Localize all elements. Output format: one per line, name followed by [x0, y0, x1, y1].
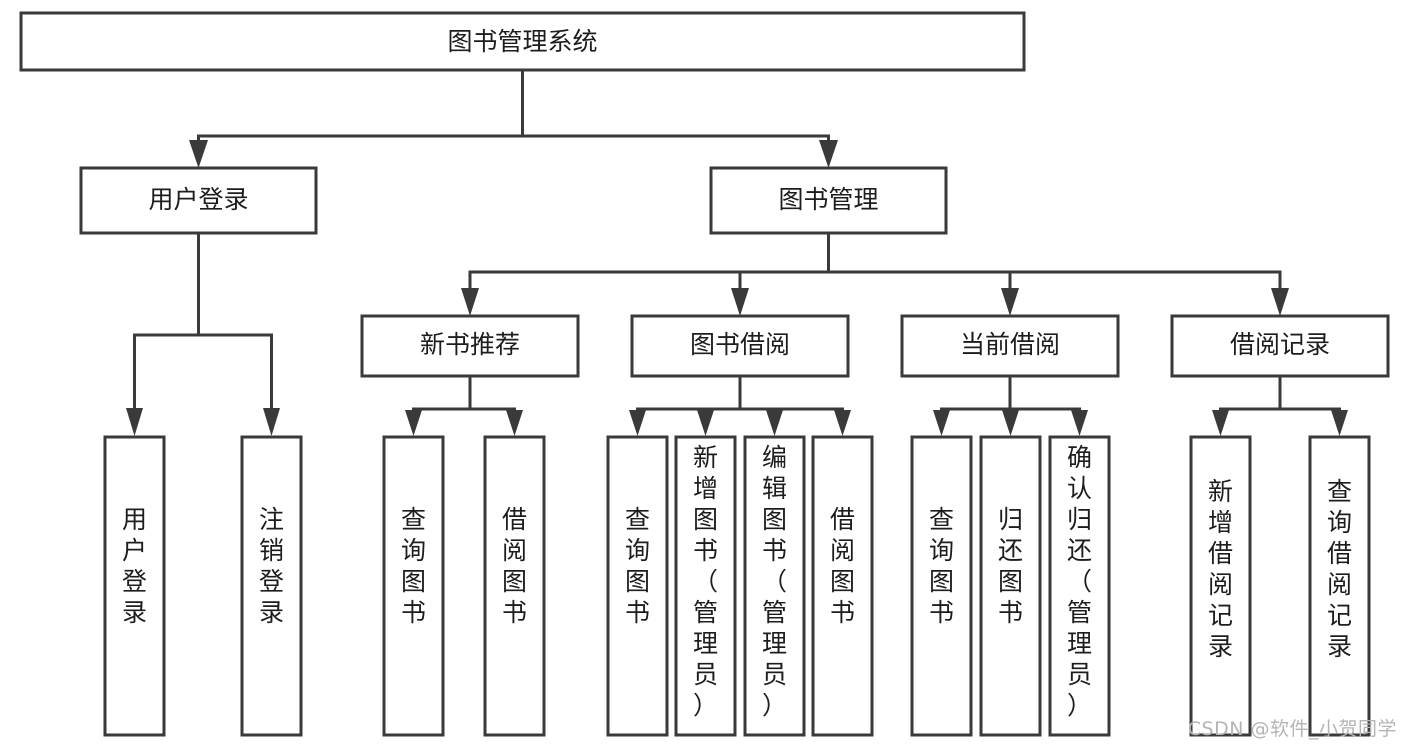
leaf-query-book-borrow-box[interactable] [606, 435, 669, 737]
root-box[interactable] [19, 11, 1026, 72]
arrow-borrow-record [1271, 288, 1289, 316]
leaf-logout-label: 注销登录 [259, 505, 284, 627]
node-leaf-logout[interactable]: 注销登录 [240, 435, 303, 737]
leaf-edit-book-box[interactable] [743, 435, 806, 737]
arrow-current-borrow [1001, 288, 1019, 316]
new-book-recommend-box[interactable] [360, 314, 580, 378]
leaf-confirm-return-box[interactable] [1048, 435, 1111, 737]
leaf-borrow-book-label: 借阅图书 [830, 505, 855, 627]
arrow-leaf-logout [263, 408, 280, 436]
node-leaf-borrow-book-rec[interactable]: 借阅图书 [483, 435, 546, 737]
node-leaf-query-book-borrow[interactable]: 查询图书 [606, 435, 669, 737]
arrow-leaf-return-book [1002, 410, 1019, 436]
node-leaf-query-book-current[interactable]: 查询图书 [910, 435, 973, 737]
leaf-query-book-rec-label: 查询图书 [401, 505, 426, 627]
arrow-leaf-edit-book [766, 410, 783, 436]
leaf-return-book-label: 归还图书 [998, 505, 1023, 627]
book-management-label: 图书管理 [778, 185, 878, 214]
node-leaf-edit-book[interactable]: 编辑图书（管理员） [743, 435, 806, 737]
borrow-record-box[interactable] [1170, 314, 1390, 378]
leaf-query-book-current-box[interactable] [910, 435, 973, 737]
user-login-label: 用户登录 [148, 185, 248, 214]
node-leaf-add-book[interactable]: 新增图书（管理员） [674, 435, 737, 737]
arrow-leaf-query-book-current [933, 410, 950, 436]
current-borrow-label: 当前借阅 [960, 330, 1060, 359]
node-leaf-return-book[interactable]: 归还图书 [979, 435, 1042, 737]
leaf-query-record-box[interactable] [1308, 435, 1371, 737]
arrow-user-login [189, 140, 208, 168]
arrow-book-management [819, 140, 838, 168]
leaf-return-book-box[interactable] [979, 435, 1042, 737]
root-label: 图书管理系统 [447, 27, 597, 56]
leaf-query-book-borrow-label: 查询图书 [625, 505, 650, 627]
node-book-management[interactable]: 图书管理 [709, 166, 948, 235]
book-borrow-label: 图书借阅 [690, 330, 790, 359]
leaf-borrow-book-rec-box[interactable] [483, 435, 546, 737]
borrow-record-label: 借阅记录 [1230, 330, 1330, 359]
leaf-query-record-label: 查询借阅记录 [1327, 477, 1352, 661]
node-leaf-add-record[interactable]: 新增借阅记录 [1189, 435, 1252, 737]
leaf-add-book-label: 新增图书（管理员） [693, 443, 718, 720]
node-user-login[interactable]: 用户登录 [79, 166, 318, 235]
node-leaf-query-record[interactable]: 查询借阅记录 [1308, 435, 1371, 737]
watermark-text: CSDN @软件_小贺同学 [1187, 718, 1397, 740]
node-leaf-confirm-return[interactable]: 确认归还（管理员） [1048, 435, 1111, 737]
node-book-borrow[interactable]: 图书借阅 [630, 314, 850, 378]
arrow-leaf-query-book-borrow [629, 410, 646, 436]
node-leaf-query-book-rec[interactable]: 查询图书 [382, 435, 445, 737]
node-leaf-user-login[interactable]: 用户登录 [103, 435, 166, 737]
node-leaf-borrow-book[interactable]: 借阅图书 [811, 435, 874, 737]
leaf-edit-book-label: 编辑图书（管理员） [762, 443, 787, 720]
arrow-new-book-recommend [461, 288, 479, 316]
leaf-add-record-label: 新增借阅记录 [1208, 477, 1233, 661]
leaf-confirm-return-label: 确认归还（管理员） [1067, 443, 1092, 720]
leaf-query-book-current-label: 查询图书 [929, 505, 954, 627]
node-root[interactable]: 图书管理系统 [19, 11, 1026, 72]
arrow-leaf-query-book-rec [405, 410, 422, 436]
arrow-leaf-query-record [1331, 410, 1348, 436]
arrow-leaf-add-record [1212, 410, 1229, 436]
arrow-leaf-confirm-return [1071, 410, 1088, 436]
new-book-recommend-label: 新书推荐 [420, 330, 520, 359]
leaf-query-book-rec-box[interactable] [382, 435, 445, 737]
leaf-borrow-book-rec-label: 借阅图书 [502, 505, 527, 627]
leaf-add-record-box[interactable] [1189, 435, 1252, 737]
leaf-borrow-book-box[interactable] [811, 435, 874, 737]
leaf-user-login-label: 用户登录 [122, 505, 147, 627]
leaf-logout-box[interactable] [240, 435, 303, 737]
node-current-borrow[interactable]: 当前借阅 [900, 314, 1120, 378]
arrow-leaf-add-book [697, 410, 714, 436]
node-new-book-recommend[interactable]: 新书推荐 [360, 314, 580, 378]
user-login-box[interactable] [79, 166, 318, 235]
leaf-add-book-box[interactable] [674, 435, 737, 737]
leaf-user-login-box[interactable] [103, 435, 166, 737]
node-borrow-record[interactable]: 借阅记录 [1170, 314, 1390, 378]
arrow-leaf-borrow-book-rec [506, 410, 523, 436]
arrow-book-borrow [731, 288, 749, 316]
book-management-box[interactable] [709, 166, 948, 235]
connector-layer [126, 68, 1348, 436]
arrow-leaf-borrow-book [834, 410, 851, 436]
book-borrow-box[interactable] [630, 314, 850, 378]
current-borrow-box[interactable] [900, 314, 1120, 378]
arrow-leaf-user-login [126, 408, 143, 436]
